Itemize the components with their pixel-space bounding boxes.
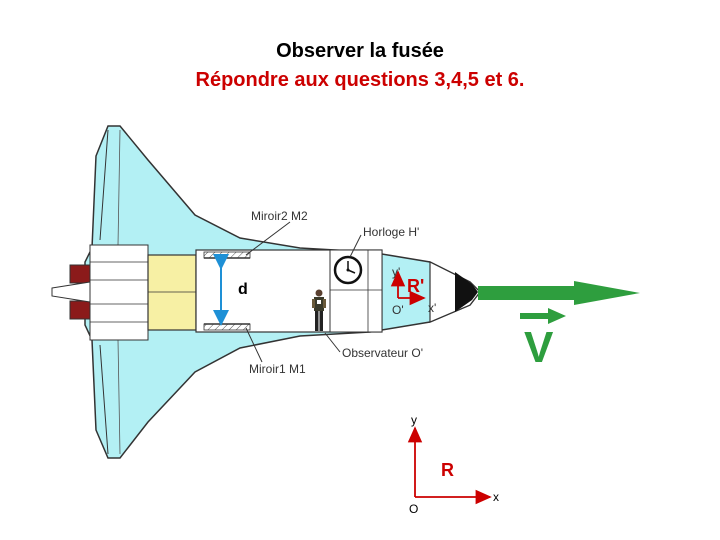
mirror1-label: Miroir1 M1 [249, 362, 306, 376]
ship-frame-axes [390, 270, 426, 306]
observer-icon [312, 289, 326, 331]
ground-frame-name: R [441, 460, 454, 480]
ground-frame-axes [407, 426, 492, 505]
clock-label: Horloge H' [363, 225, 419, 239]
fuel-tank [147, 254, 197, 331]
title-line-2: Répondre aux questions 3,4,5 et 6. [195, 69, 525, 91]
title-line-1: Observer la fusée [276, 40, 444, 62]
clock-icon [333, 255, 363, 285]
velocity-label: V [524, 323, 554, 372]
mirror-m1 [203, 323, 251, 331]
ground-frame-y-label: y [411, 413, 417, 427]
ship-frame-x-label: x' [428, 301, 436, 315]
ship-frame-y-label: y' [392, 265, 400, 279]
distance-label: d [238, 281, 248, 298]
ground-frame-origin-label: O [409, 502, 418, 516]
mirror2-label: Miroir2 M2 [251, 209, 308, 223]
velocity-arrow [478, 281, 640, 324]
rocket-engines [51, 244, 149, 341]
mirror-m2 [203, 251, 251, 259]
ship-frame-origin-label: O' [392, 303, 404, 317]
ground-frame-x-label: x [493, 490, 499, 504]
leader-lines [245, 221, 362, 363]
observer-label: Observateur O' [342, 346, 423, 360]
ship-frame-name: R' [407, 276, 424, 296]
